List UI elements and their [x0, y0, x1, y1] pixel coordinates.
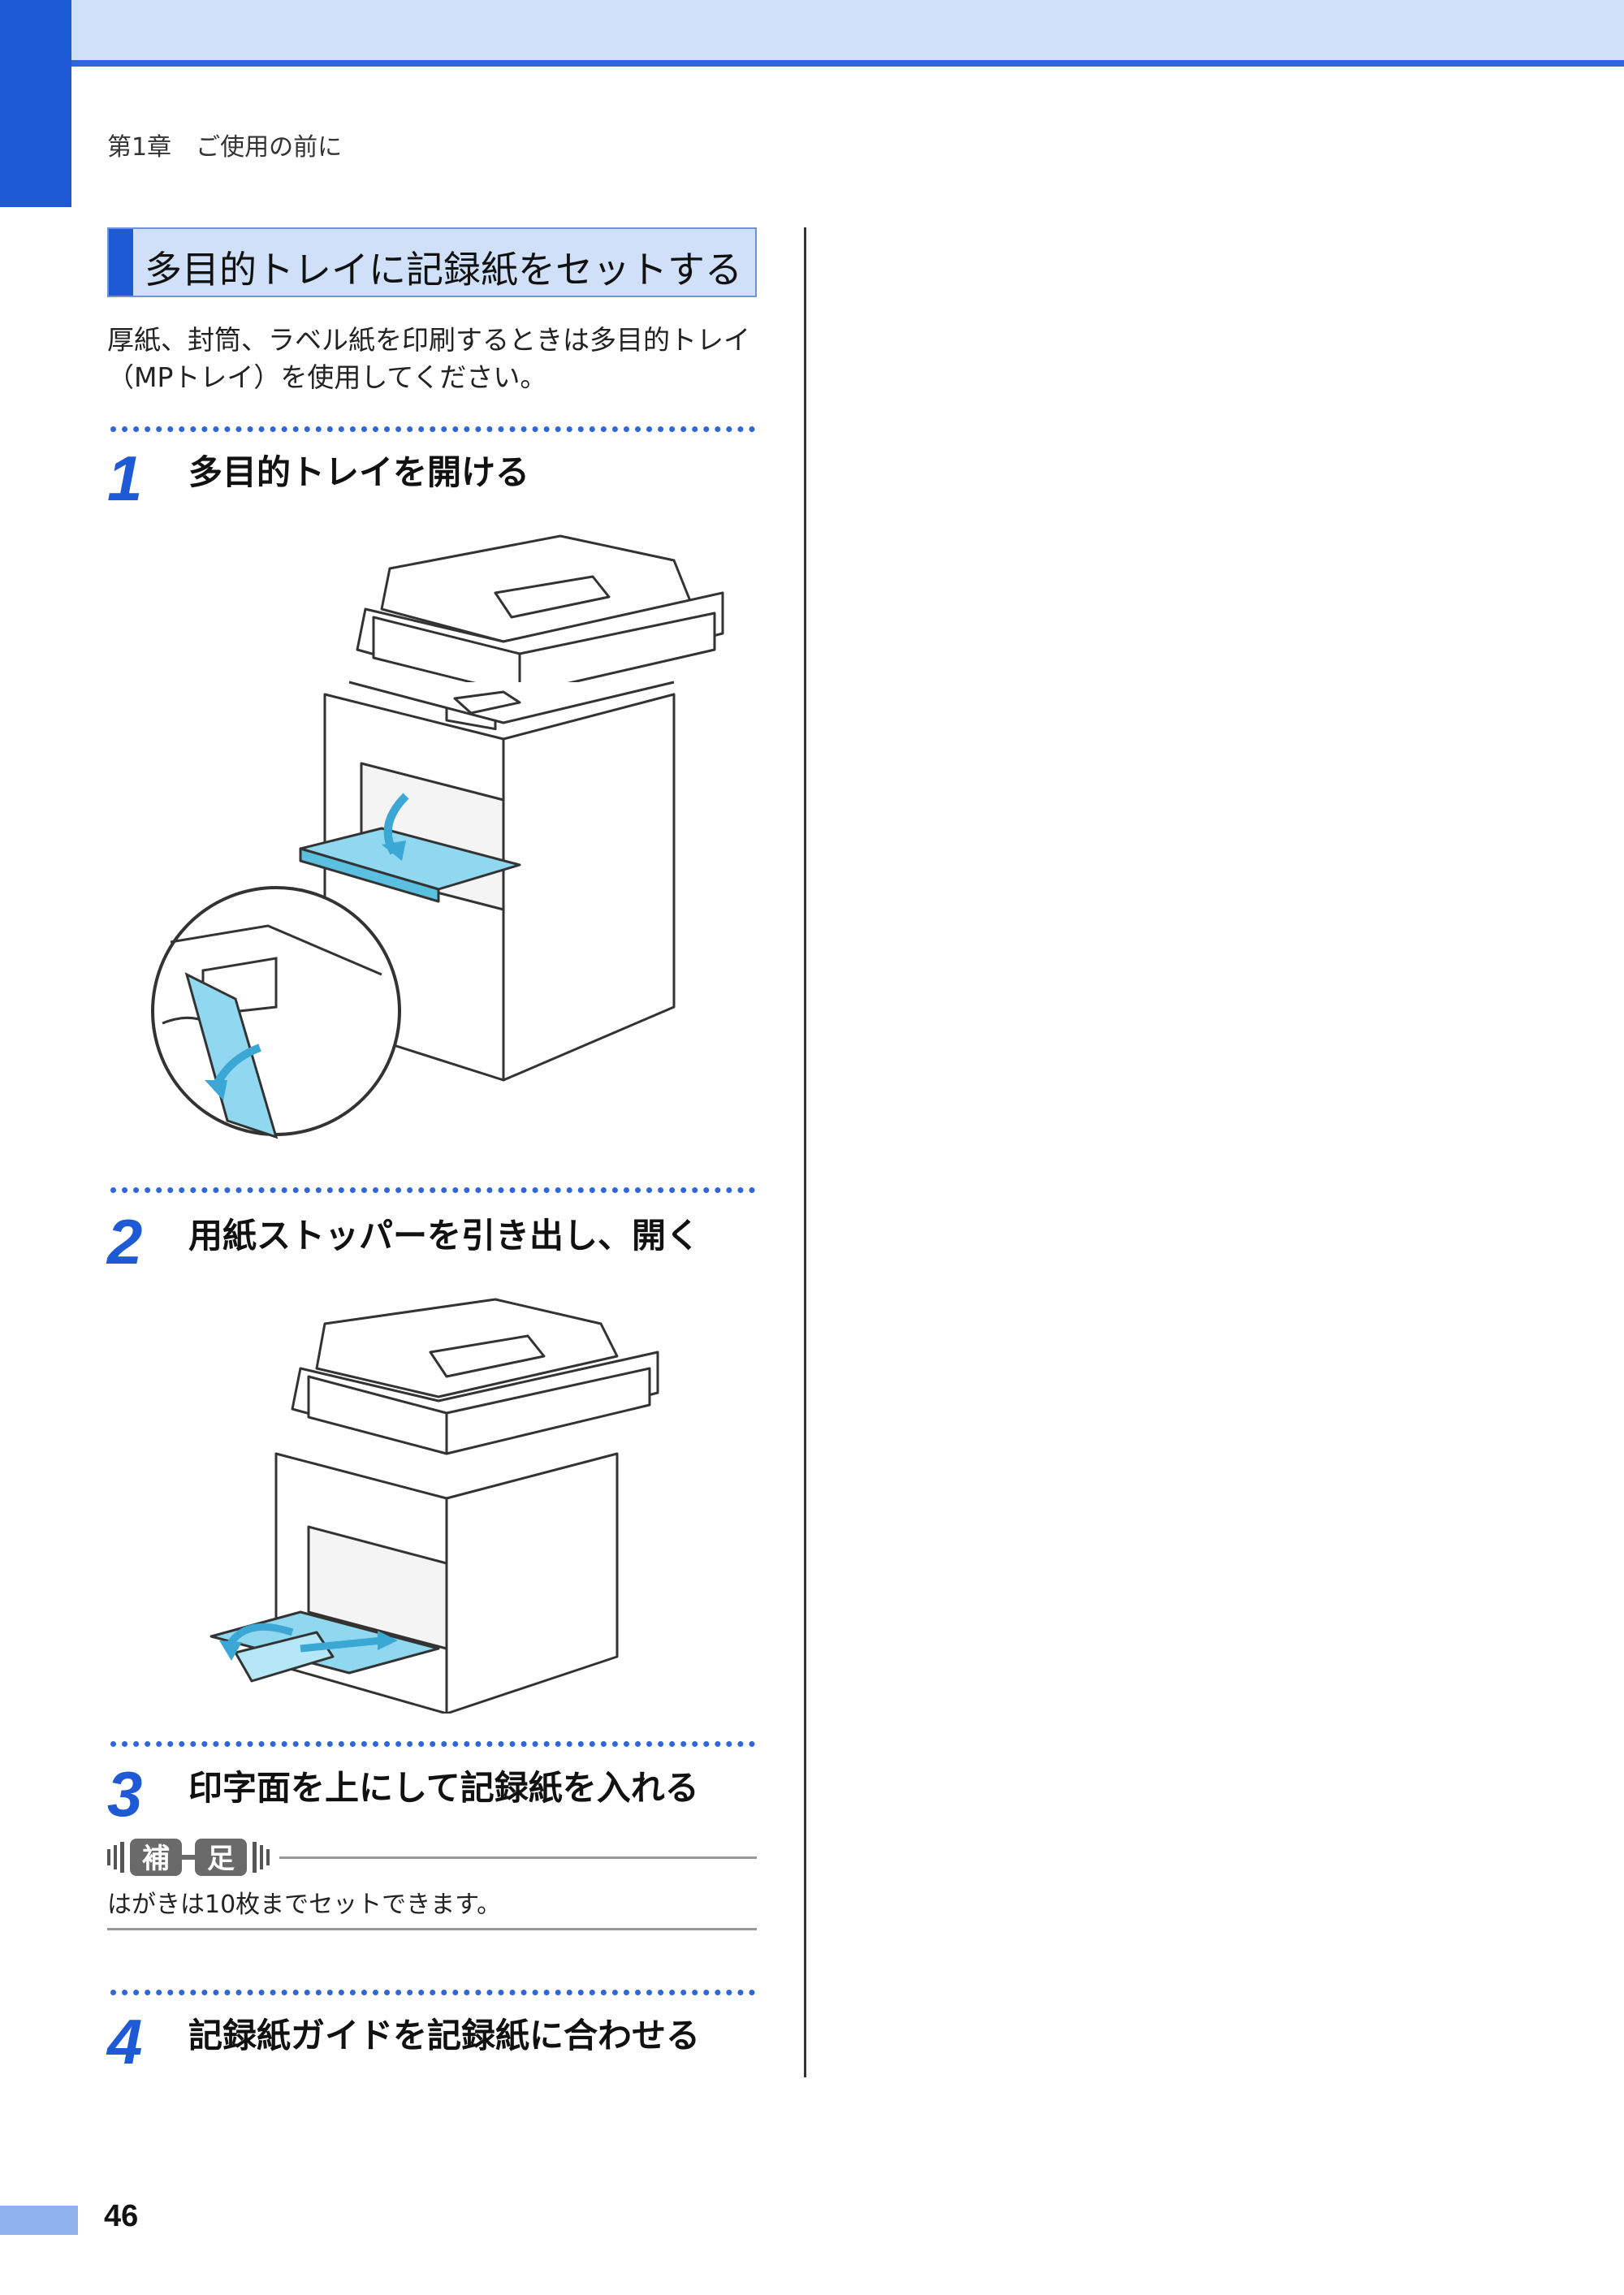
- note-badge-char-1: 補: [142, 1843, 170, 1875]
- chapter-side-tab: [0, 0, 71, 207]
- section-title-accent: [109, 229, 133, 296]
- step-4-text: 記録紙ガイドを記録紙に合わせる: [188, 2016, 701, 2055]
- page-number: 46: [104, 2199, 139, 2233]
- page-number-tab: [0, 2206, 78, 2235]
- step-3-number: 3: [107, 1758, 143, 1830]
- note-box: 補 足 はがきは10枚までセットできます。: [107, 1837, 757, 1930]
- step-1-text: 多目的トレイを開ける: [188, 452, 530, 492]
- step-2-number: 2: [107, 1206, 143, 1277]
- section-title: 多目的トレイに記録紙をセットする: [145, 248, 742, 292]
- step-divider: [110, 1990, 755, 1995]
- step-1-number: 1: [107, 443, 143, 514]
- top-header-rule: [0, 60, 1624, 67]
- step-divider: [110, 1741, 755, 1747]
- top-header-band: [0, 0, 1624, 65]
- note-badge-char-2: 足: [207, 1843, 235, 1875]
- note-text: はがきは10枚までセットできます。: [107, 1891, 502, 1919]
- step-2-text: 用紙ストッパーを引き出し、開く: [188, 1216, 701, 1256]
- step-divider: [110, 1187, 755, 1193]
- step-3-text: 印字面を上にして記録紙を入れる: [188, 1768, 699, 1808]
- section-intro: 厚紙、封筒、ラベル紙を印刷するときは多目的トレイ（MPトレイ）を使用してください…: [107, 324, 750, 393]
- note-rule-bottom: [107, 1928, 757, 1930]
- section-title-box: 多目的トレイに記録紙をセットする: [107, 227, 757, 297]
- printer-paper-stopper-illustration: [209, 1298, 659, 1714]
- note-rule-top: [279, 1856, 757, 1859]
- printer-open-tray-illustration: [151, 534, 724, 1139]
- step-4-number: 4: [107, 2006, 143, 2077]
- chapter-title: 第1章 ご使用の前に: [107, 133, 343, 162]
- step-divider: [110, 426, 755, 432]
- note-badge-icon: 補 足: [107, 1839, 270, 1876]
- column-divider: [804, 227, 806, 2077]
